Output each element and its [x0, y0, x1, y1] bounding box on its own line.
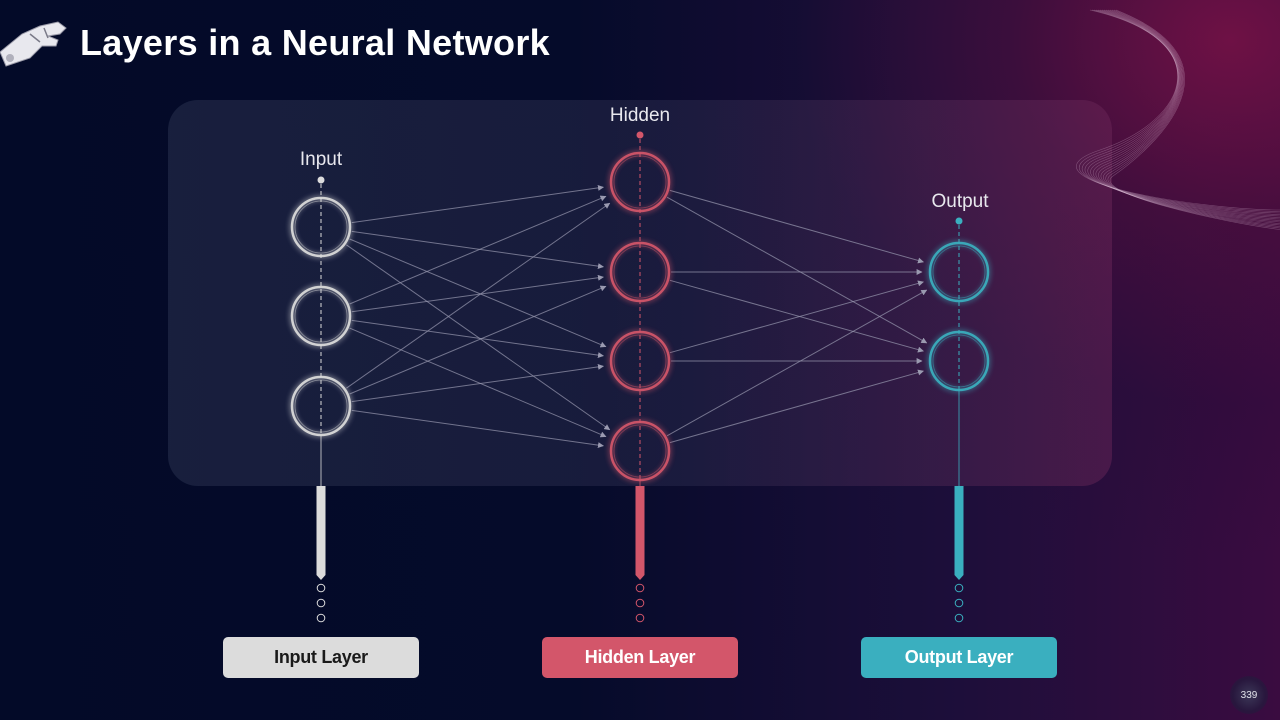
- output-neuron-inner-ring: [932, 334, 986, 388]
- connection-arrow: [669, 279, 924, 353]
- robot-hand-icon: [0, 21, 67, 67]
- hidden-neuron-inner-ring: [613, 155, 667, 209]
- input-neuron-inner-ring: [294, 200, 348, 254]
- page-number: 339: [1230, 676, 1268, 714]
- decorative-wave-line: [1093, 9, 1280, 220]
- output-layer-label: Output: [931, 191, 989, 212]
- connection-arrow: [351, 319, 604, 359]
- decorative-wave-line: [1090, 9, 1280, 218]
- decorative-wave-line: [1084, 9, 1280, 215]
- decorative-wave-line: [1098, 9, 1280, 223]
- input-layer-label: Input: [299, 149, 343, 170]
- decorative-wave-line: [1109, 9, 1280, 230]
- hidden-stem-bar: [635, 486, 645, 580]
- connection-arrow: [666, 196, 928, 344]
- hidden-neuron: [609, 420, 671, 482]
- input-neuron: [290, 285, 352, 347]
- connection-arrow: [351, 184, 604, 224]
- input-neuron: [290, 196, 352, 258]
- connection-arrow: [349, 238, 607, 348]
- connection-arrow: [669, 280, 924, 354]
- input-neuron: [290, 375, 352, 437]
- input-top-dot: [317, 176, 325, 184]
- hidden-neuron: [609, 241, 671, 303]
- connection-arrow: [669, 189, 924, 264]
- page-title: Layers in a Neural Network: [80, 22, 550, 63]
- decorative-wave-line: [1095, 9, 1280, 221]
- input-stem-bar: [316, 486, 326, 580]
- decorative-wave-line: [1079, 9, 1280, 212]
- connection-arrow: [346, 244, 611, 431]
- output-neuron: [928, 241, 990, 303]
- connection-arrow: [351, 274, 604, 313]
- hidden-dot-ring: [635, 598, 645, 608]
- connection-arrow: [349, 285, 607, 395]
- output-stem-bar: [954, 486, 964, 580]
- decorative-wave-line: [1103, 9, 1280, 226]
- connection-arrow: [346, 202, 611, 389]
- input-layer-button[interactable]: Input Layer: [223, 637, 419, 678]
- connection-arrow: [351, 363, 604, 403]
- input-neuron-inner-ring: [294, 379, 348, 433]
- connection-arrow: [666, 289, 928, 437]
- output-neuron: [928, 330, 990, 392]
- output-dot-ring: [954, 613, 964, 623]
- hidden-neuron: [609, 151, 671, 213]
- output-layer-button[interactable]: Output Layer: [861, 637, 1057, 678]
- output-neuron-inner-ring: [932, 245, 986, 299]
- connection-arrow: [349, 195, 607, 305]
- input-neuron-inner-ring: [294, 289, 348, 343]
- hidden-neuron-inner-ring: [613, 334, 667, 388]
- output-dot-ring: [954, 583, 964, 593]
- output-top-dot: [955, 217, 963, 225]
- input-dot-ring: [316, 583, 326, 593]
- decorative-wave-line: [1081, 9, 1280, 214]
- decorative-wave-line: [1076, 9, 1280, 211]
- input-dot-ring: [316, 613, 326, 623]
- input-dot-ring: [316, 598, 326, 608]
- hidden-dot-ring: [635, 583, 645, 593]
- output-dot-ring: [954, 598, 964, 608]
- hidden-top-dot: [636, 131, 644, 139]
- connection-arrow: [669, 369, 924, 444]
- hidden-layer-label: Hidden: [609, 105, 671, 126]
- hidden-dot-ring: [635, 613, 645, 623]
- decorative-wave-line: [1087, 9, 1280, 217]
- connection-arrow: [351, 409, 604, 449]
- hidden-neuron-inner-ring: [613, 424, 667, 478]
- hidden-neuron: [609, 330, 671, 392]
- hidden-layer-button[interactable]: Hidden Layer: [542, 637, 738, 678]
- hidden-neuron-inner-ring: [613, 245, 667, 299]
- connection-arrow: [351, 230, 604, 270]
- decorative-wave-line: [1100, 9, 1280, 224]
- connection-arrow: [349, 327, 607, 438]
